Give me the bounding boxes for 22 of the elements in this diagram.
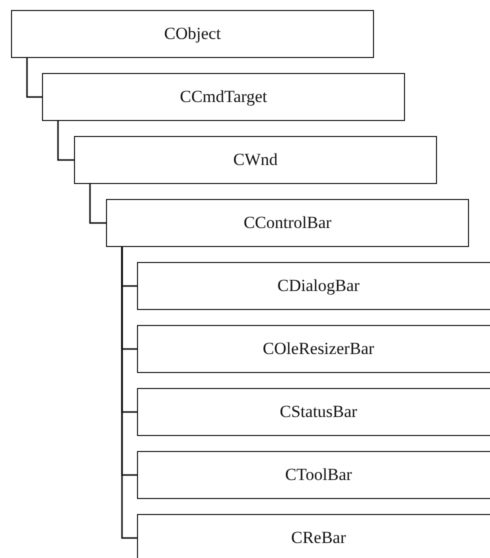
class-box <box>137 388 490 436</box>
class-box <box>74 136 437 184</box>
class-name: CReBar <box>291 528 346 548</box>
class-box <box>137 451 490 499</box>
connector-line <box>89 184 106 224</box>
connector-line <box>121 247 137 539</box>
class-name: CStatusBar <box>280 402 358 422</box>
class-box <box>137 262 490 310</box>
class-name: CWnd <box>233 150 278 170</box>
class-name: CToolBar <box>285 465 352 485</box>
class-box <box>106 199 469 247</box>
class-name: CObject <box>164 24 221 44</box>
class-name: CCmdTarget <box>180 87 268 107</box>
connector-line <box>57 121 74 161</box>
class-box <box>42 73 405 121</box>
class-box <box>137 514 490 558</box>
class-box <box>137 325 490 373</box>
connector-line <box>26 58 42 98</box>
class-box <box>11 10 374 58</box>
class-name: CControlBar <box>244 213 332 233</box>
class-name: COleResizerBar <box>262 339 374 359</box>
class-name: CDialogBar <box>277 276 360 296</box>
